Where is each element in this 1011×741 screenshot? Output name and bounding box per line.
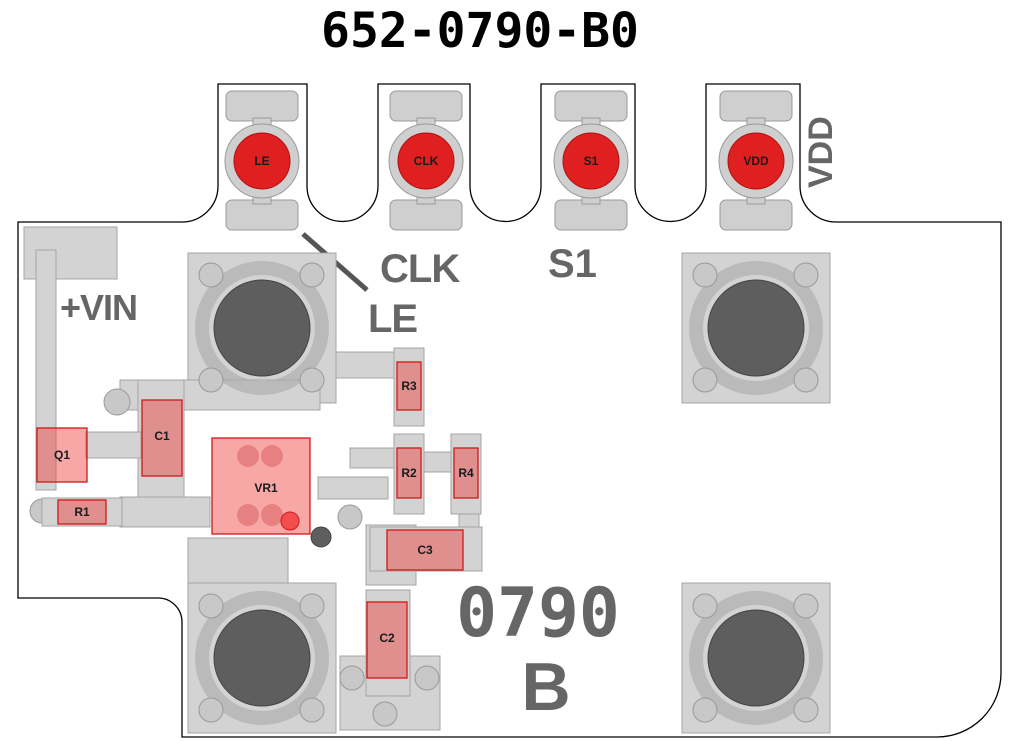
component-q1: Q1: [36, 427, 88, 483]
component-c3: C3: [369, 526, 483, 572]
connector-le: LE: [224, 90, 300, 231]
component-r1: R1: [41, 497, 123, 527]
component-r3: R3: [393, 347, 425, 427]
connector-pin-le: [233, 132, 291, 190]
connector-pin-vdd: [727, 132, 785, 190]
silk-vdd: VDD: [802, 116, 840, 188]
connector-label-s1: S1: [584, 154, 599, 168]
component-c1: C1: [141, 399, 183, 477]
connector-label-le: LE: [254, 154, 269, 168]
board-outline: [17, 83, 1002, 738]
silk-vin: +VIN: [60, 287, 137, 328]
component-vr1: VR1: [211, 437, 311, 535]
ref-r2: R2: [401, 466, 417, 480]
component-r4: R4: [450, 433, 482, 515]
connector-s1: S1: [553, 90, 629, 231]
ref-q1: Q1: [54, 448, 70, 462]
connector-clk: CLK: [388, 90, 464, 231]
connector-vdd: VDD: [718, 90, 794, 231]
ref-c3: C3: [417, 543, 433, 557]
ref-r3: R3: [401, 379, 417, 393]
connector-pin-s1: [562, 132, 620, 190]
connector-label-vdd: VDD: [743, 154, 769, 168]
component-r2: R2: [393, 433, 425, 515]
board-title: 652-0790-B0: [321, 3, 639, 59]
silk-s1: S1: [548, 242, 597, 286]
connector-pin-clk: [397, 132, 455, 190]
ref-c1: C1: [154, 429, 170, 443]
ref-c2: C2: [379, 631, 395, 645]
silk-le: LE: [368, 297, 417, 341]
ref-r4: R4: [458, 466, 474, 480]
silk-part-number: 0790: [456, 574, 620, 653]
silk-clk: CLK: [380, 247, 460, 291]
silk-revision: B: [521, 649, 570, 725]
ref-vr1: VR1: [254, 481, 278, 495]
connector-label-clk: CLK: [414, 154, 439, 168]
ref-r1: R1: [74, 505, 90, 519]
mounting-holes: [29, 261, 823, 727]
component-c2: C2: [365, 589, 411, 697]
